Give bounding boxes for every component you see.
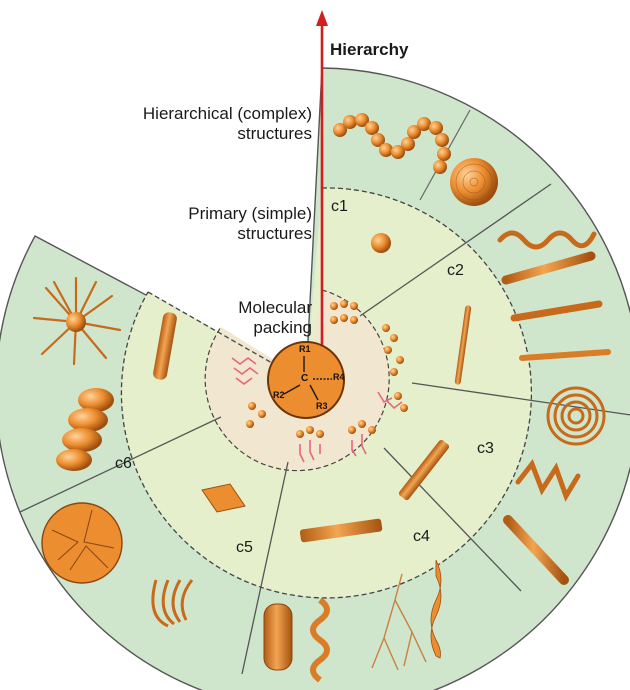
hierarchical-label-line2: structures [143, 124, 312, 144]
hierarchical-label-line1: Hierarchical (complex) [143, 104, 312, 124]
primary-structures-label: Primary (simple) structures [188, 204, 312, 244]
segment-label-c5: c5 [236, 539, 253, 557]
segment-label-c2: c2 [447, 262, 464, 280]
molecule-r2: R2 [273, 390, 285, 400]
molecular-label-line2: packing [238, 318, 312, 338]
molecule-r1: R1 [299, 344, 311, 354]
segment-label-c1: c1 [331, 198, 348, 216]
flower-aggregate [42, 503, 122, 583]
hierarchical-structures-label: Hierarchical (complex) structures [143, 104, 312, 144]
arrow-head [316, 10, 328, 26]
hollow-tube [264, 604, 292, 670]
hierarchy-title: Hierarchy [330, 40, 408, 60]
segment-label-c3: c3 [477, 440, 494, 458]
sphere [371, 233, 391, 253]
molecule-r3: R3 [316, 401, 328, 411]
molecular-packing-label: Molecular packing [238, 298, 312, 338]
molecular-label-line1: Molecular [238, 298, 312, 318]
primary-label-line1: Primary (simple) [188, 204, 312, 224]
primary-label-line2: structures [188, 224, 312, 244]
micelle-core [66, 312, 86, 332]
molecule-r4: R4 [333, 372, 345, 382]
sphere-aggregate [450, 158, 498, 206]
segment-label-c4: c4 [413, 528, 430, 546]
segment-label-c6: c6 [115, 455, 132, 473]
molecule-center-c: C [301, 373, 308, 384]
